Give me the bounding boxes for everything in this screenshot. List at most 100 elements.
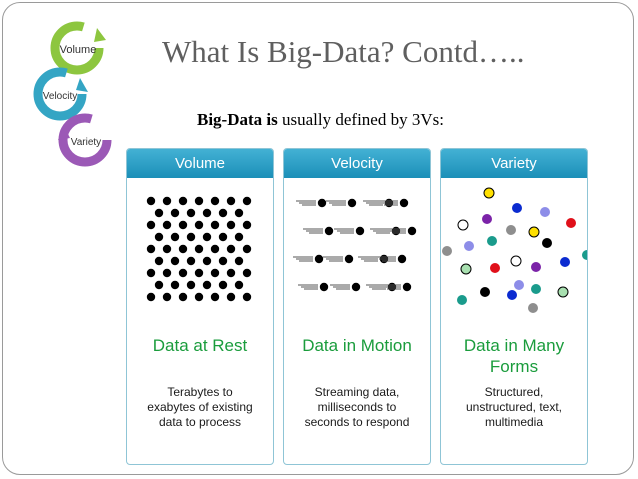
volume-dot (162, 268, 172, 278)
volume-dot (162, 244, 172, 254)
volume-dot (194, 220, 204, 230)
volume-dot (242, 196, 252, 206)
volume-dot (146, 268, 156, 278)
3vs-cycle-logo: Volume Velocity Variety (33, 21, 112, 167)
logo-label-volume: Volume (60, 44, 97, 56)
volume-dot (162, 220, 172, 230)
volume-dot (146, 220, 156, 230)
variety-dot (442, 246, 452, 256)
volume-dot (162, 292, 172, 302)
colored-dots-icon (442, 187, 587, 313)
variety-dot (510, 255, 522, 267)
volume-dot (170, 280, 180, 290)
volume-dot (234, 232, 244, 242)
volume-dot (162, 196, 172, 206)
volume-dot (210, 220, 220, 230)
volume-dot (186, 280, 196, 290)
panel-velocity: Velocity Data in Motion Streaming data, … (283, 148, 431, 465)
panel-name-variety: Data in Many Forms (463, 336, 565, 376)
variety-dot (464, 241, 474, 251)
slide-subtitle: Big-Data is usually defined by 3Vs: (197, 110, 444, 130)
volume-dot (234, 256, 244, 266)
volume-dot (242, 220, 252, 230)
variety-dot (528, 303, 538, 313)
variety-dot (457, 295, 467, 305)
variety-dot (582, 250, 587, 260)
volume-dot (226, 196, 236, 206)
volume-dot (146, 244, 156, 254)
velocity-dot (399, 198, 409, 208)
volume-dot (226, 220, 236, 230)
variety-dot (512, 203, 522, 213)
velocity-dot (317, 198, 327, 208)
slide-title: What Is Big-Data? Contd….. (162, 34, 525, 69)
desc-line: seconds to respond (304, 415, 410, 429)
volume-dot (178, 268, 188, 278)
panel-desc-volume: Terabytes to exabytes of existing data t… (127, 385, 273, 430)
volume-dot (218, 280, 228, 290)
panel-desc-variety: Structured, unstructured, text, multimed… (441, 385, 587, 430)
logo-label-variety: Variety (71, 137, 101, 148)
variety-dot (540, 207, 550, 217)
moving-dots-icon (293, 198, 417, 292)
volume-dot (202, 256, 212, 266)
velocity-dot (314, 254, 324, 264)
volume-dot (218, 208, 228, 218)
desc-line: milliseconds to (317, 400, 397, 414)
panel-name-volume: Data at Rest (152, 336, 248, 355)
panel-name-velocity: Data in Motion (302, 336, 412, 355)
volume-dot (186, 256, 196, 266)
panel-header-variety: Variety (441, 149, 587, 178)
variety-dot (528, 226, 540, 238)
volume-dot (154, 208, 164, 218)
volume-dot (178, 196, 188, 206)
variety-dot (557, 286, 569, 298)
volume-dot (210, 196, 220, 206)
volume-dot (242, 244, 252, 254)
volume-dot (226, 244, 236, 254)
volume-dot (202, 232, 212, 242)
variety-dot (531, 284, 541, 294)
variety-dot (460, 263, 472, 275)
volume-dot (178, 244, 188, 254)
velocity-dot (407, 226, 417, 236)
volume-dot (242, 292, 252, 302)
volume-dot (194, 244, 204, 254)
variety-dot (507, 290, 517, 300)
velocity-dot (347, 198, 357, 208)
variety-dot (566, 218, 576, 228)
volume-dot (210, 292, 220, 302)
volume-dot (170, 256, 180, 266)
volume-dot (234, 208, 244, 218)
desc-line: unstructured, text, (465, 400, 563, 414)
velocity-dot (355, 226, 365, 236)
variety-dot (542, 238, 552, 248)
variety-dot (482, 214, 492, 224)
velocity-dot (402, 282, 412, 292)
desc-line: multimedia (484, 415, 544, 429)
subtitle-bold: Big-Data is (197, 110, 278, 129)
subtitle-rest: usually defined by 3Vs: (277, 110, 444, 129)
volume-dot (154, 256, 164, 266)
volume-dot (210, 268, 220, 278)
panel-volume: Volume Data at Rest Terabytes to exabyte… (126, 148, 274, 465)
volume-dot (170, 208, 180, 218)
velocity-dot (397, 254, 407, 264)
variety-dot (490, 263, 500, 273)
desc-line: Streaming data, (314, 385, 400, 399)
volume-dot (194, 268, 204, 278)
volume-dot (146, 292, 156, 302)
volume-dot (202, 280, 212, 290)
velocity-dot (319, 282, 329, 292)
velocity-dot (344, 254, 354, 264)
logo-label-velocity: Velocity (43, 91, 77, 102)
volume-dot (178, 220, 188, 230)
volume-dot (202, 208, 212, 218)
volume-dot (154, 232, 164, 242)
panel-desc-velocity: Streaming data, milliseconds to seconds … (284, 385, 430, 430)
volume-dot (226, 292, 236, 302)
variety-dot (514, 280, 524, 290)
volume-dot (234, 280, 244, 290)
desc-line: Terabytes to (167, 385, 233, 399)
desc-line: Structured, (484, 385, 544, 399)
